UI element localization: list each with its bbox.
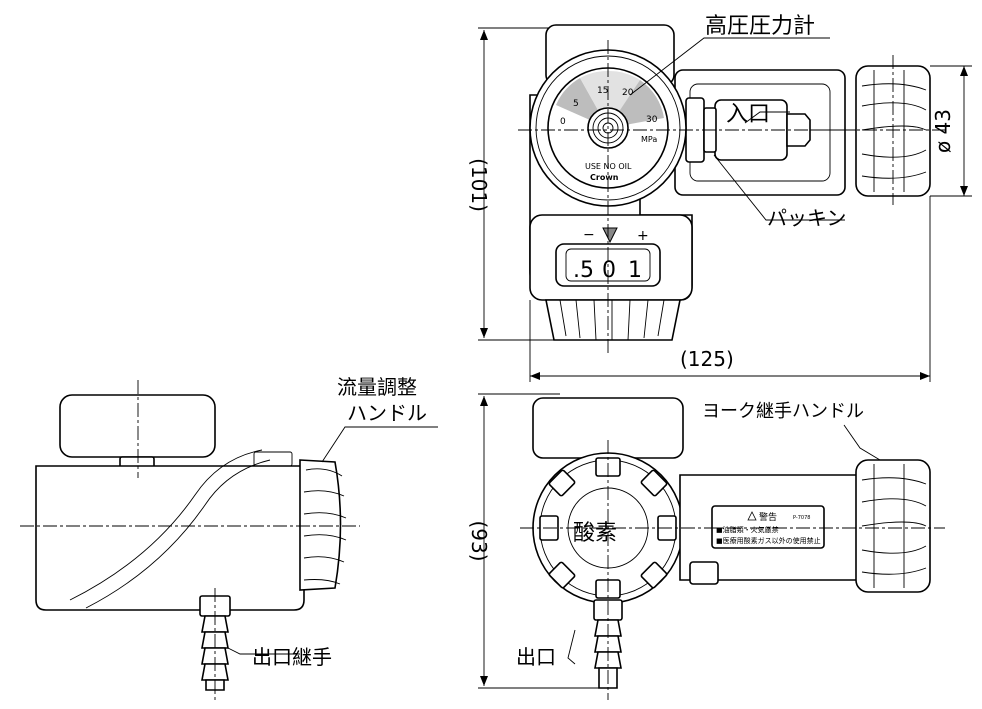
warning-line1: ■油脂類・火気厳禁 [716,525,779,534]
height-bottom-dimension: (93) [467,520,491,561]
gauge-tick-0: 0 [560,117,566,127]
gauge-unit: MPa [641,135,657,144]
height-top-dimension: (101) [467,158,491,212]
gauge-tick-30: 30 [646,115,658,125]
gauge-tick-15: 15 [597,86,608,96]
gauge-label: 高圧圧力計 [705,14,815,39]
warning-code: P-7078 [793,515,810,521]
flow-dial-minus: − [583,227,595,243]
side-view [20,380,438,700]
flow-dial-plus: + [637,228,649,244]
yoke-handle-label: ヨーク継手ハンドル [702,401,864,422]
gauge-brand: Crown [590,173,619,182]
flow-handle-label-line1: 流量調整 [337,375,417,399]
outlet-fitting-label: 出口継手 [252,645,332,669]
width-dimension: (125) [680,347,734,371]
warning-title: 警告 [759,511,777,523]
front-view: 0 5 15 20 30 MPa USE NO OIL Crown − + .5… [478,24,972,382]
oxygen-label: 酸素 [573,521,617,546]
diameter-dimension: ø 43 [931,109,955,153]
flow-handle-label-line2: ハンドル [347,401,427,425]
flow-dial-digit-1: .5 [573,258,594,283]
inlet-label: 入口 [726,102,770,127]
gauge-tick-5: 5 [573,99,579,109]
warning-line2: ■医療用酸素ガス以外の使用禁止 [716,536,821,545]
rear-view: 酸素 警告 P-7078 ■油脂類・火気厳禁 ■医療用酸素ガス以外の使用禁止 [478,393,945,700]
flow-dial-digit-3: 1 [628,258,642,283]
gauge-tick-20: 20 [622,88,634,98]
gauge-use-no-oil: USE NO OIL [585,162,632,171]
packing-label: パッキン [767,206,846,230]
outlet-label: 出口 [516,645,556,669]
flow-dial-digit-2: 0 [602,258,616,283]
